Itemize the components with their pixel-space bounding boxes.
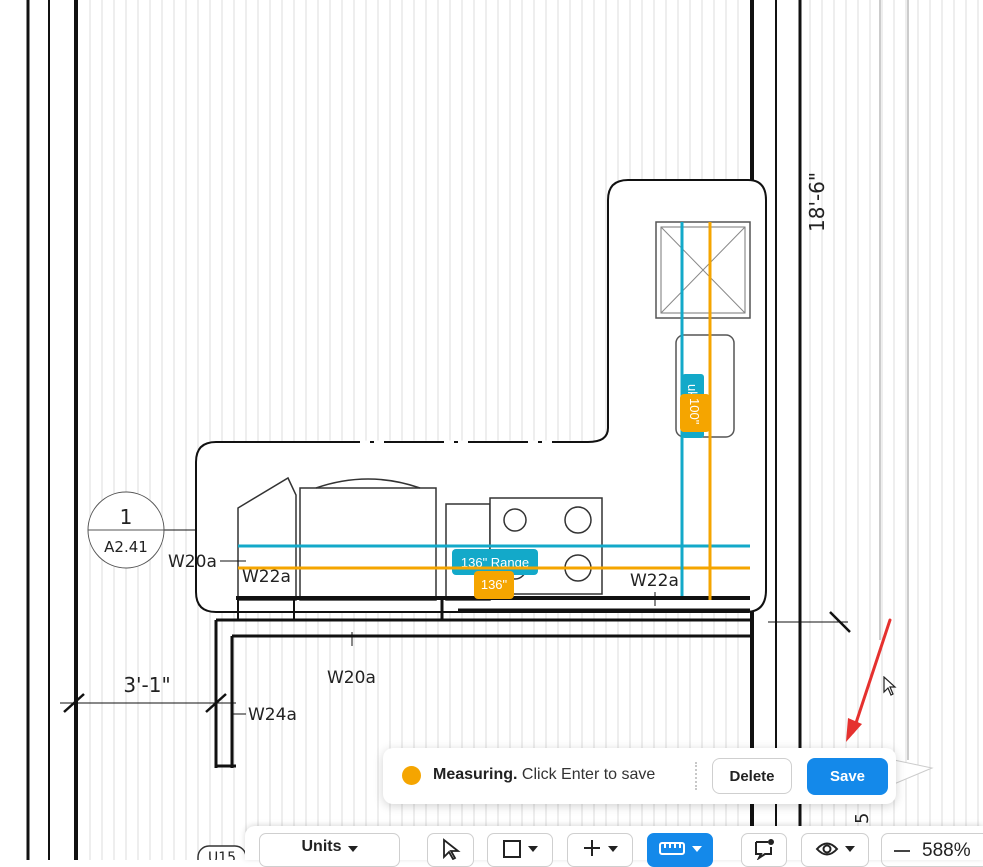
eye-icon [815,842,839,856]
wall-tag: W20a [168,552,217,572]
measuring-toast: Measuring. Click Enter to save Delete Sa… [383,748,896,804]
zoom-out-icon[interactable] [894,849,910,852]
mouse-cursor-icon [883,676,897,696]
dimension-label: 3'-1" [123,673,170,697]
delete-button[interactable]: Delete [712,758,792,794]
wall-tag: W20a [327,668,376,688]
wall-tag: W24a [248,705,297,725]
status-dot-icon [402,766,421,785]
toast-divider [695,762,698,790]
measurement-label: 136" Range [461,555,529,570]
appliance-fridge [299,487,437,601]
hatched-area-right [800,0,983,860]
chevron-down-icon [528,846,538,852]
measurement-horizontal-orange[interactable]: 136" [238,566,750,599]
measurement-label: 100" [687,398,702,425]
comment-tool-button[interactable] [741,833,787,867]
chevron-down-icon [347,846,358,852]
dimension-label: 5 [852,813,873,824]
status-message: Measuring. Click Enter to save [433,766,655,784]
measurement-vertical-orange[interactable]: 100" [680,222,712,600]
dimension-label: 18'-6" [805,172,829,232]
units-dropdown[interactable]: Units [259,833,400,867]
bottom-toolbar: Units 588% [245,826,983,867]
comment-icon [755,839,774,860]
rectangle-icon [503,840,521,858]
rectangle-tool-button[interactable] [487,833,553,867]
zoom-control[interactable]: 588% [881,833,983,867]
annotation-arrow [846,618,892,742]
measurement-label: 136" [481,577,508,592]
callout-sheet: A2.41 [104,538,148,556]
zoom-level: 588% [922,840,971,861]
callout-number: 1 [120,505,133,529]
measure-tool-button[interactable] [647,833,713,867]
units-label: Units [301,838,342,855]
pointer-tool-button[interactable] [427,833,474,867]
save-button[interactable]: Save [807,758,888,795]
section-callout[interactable]: 1 A2.41 [87,491,165,569]
chevron-down-icon [692,846,702,852]
wall-tag: W22a [242,567,291,587]
status-text: Click Enter to save [521,766,656,783]
add-tool-button[interactable] [567,833,633,867]
dimension-lines [60,529,851,713]
status-bold: Measuring. [433,766,518,783]
unit-tag: U15 [208,850,236,860]
ruler-icon [659,842,685,855]
chevron-down-icon [845,846,855,852]
visibility-tool-button[interactable] [801,833,869,867]
pointer-icon [442,838,461,860]
plus-icon [584,840,600,856]
sink-box [655,221,751,319]
sink-basin [675,334,735,438]
wall-tag: W22a [630,571,679,591]
chevron-down-icon [608,846,618,852]
